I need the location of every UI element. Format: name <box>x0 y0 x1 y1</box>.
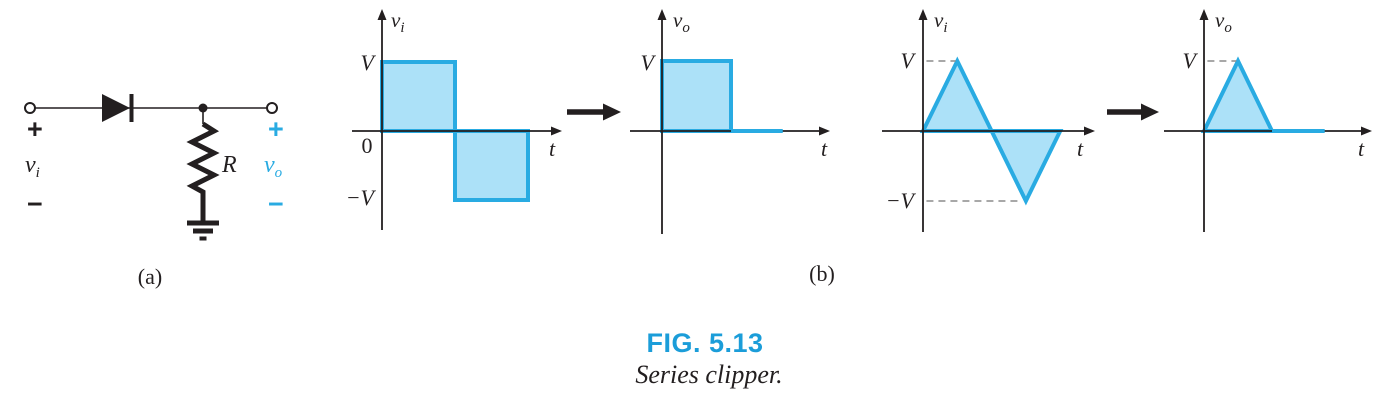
x-axis-arrow-icon <box>1084 126 1095 136</box>
panel-a-label: (a) <box>138 264 162 289</box>
resistor-icon <box>186 121 220 221</box>
output-terminal-icon <box>266 102 278 114</box>
input-minus-sign: − <box>27 189 43 219</box>
y-axis-label: vi <box>934 8 948 36</box>
v-tick-label: V <box>361 50 377 75</box>
series-clipper-circuit: + vi − + vo − R (a) <box>24 94 284 289</box>
v-tick-label: V <box>641 50 657 75</box>
input-v-base: v <box>25 152 36 178</box>
x-axis-label: t <box>1358 136 1365 161</box>
output-v-base: v <box>264 152 275 178</box>
x-axis-arrow-icon <box>551 126 562 136</box>
input-terminal-icon <box>24 102 36 114</box>
waveform-region <box>380 60 457 133</box>
y-axis-label: vo <box>673 8 690 36</box>
y-axis-sub: i <box>943 20 947 36</box>
y-axis-base: v <box>673 8 683 32</box>
v-tick-label: V <box>1183 48 1199 73</box>
y-axis-base: v <box>1215 8 1225 32</box>
arrow-head-icon <box>603 103 621 121</box>
transform-arrow-2 <box>1107 103 1159 121</box>
waveform-region <box>1200 56 1276 133</box>
y-axis-arrow-icon <box>1199 9 1209 20</box>
y-axis-sub: o <box>1224 20 1232 36</box>
graph-output-square: vo V t <box>630 8 830 234</box>
graph-output-triangle: vo V t <box>1164 8 1372 232</box>
v-tick-label: V <box>901 48 917 73</box>
x-axis-label: t <box>549 136 556 161</box>
y-axis-label: vi <box>391 8 405 36</box>
neg-v-tick-label: −V <box>886 188 917 213</box>
waveform-region <box>453 129 530 202</box>
input-plus-sign: + <box>27 114 43 144</box>
y-axis-arrow-icon <box>918 9 928 20</box>
output-voltage-label: vo <box>264 152 283 181</box>
input-v-sub: i <box>36 165 40 181</box>
output-v-sub: o <box>275 165 283 181</box>
waveform-layer <box>1200 56 1276 133</box>
transform-arrow-1 <box>567 103 621 121</box>
x-axis-label: t <box>821 136 828 161</box>
y-axis-base: v <box>391 8 401 32</box>
figure-title: Series clipper. <box>635 360 782 389</box>
output-plus-sign: + <box>268 114 284 144</box>
x-axis-label: t <box>1077 136 1084 161</box>
graph-input-square: vi V 0 −V t <box>346 8 562 230</box>
y-axis-base: v <box>934 8 944 32</box>
y-axis-label: vo <box>1215 8 1232 36</box>
figure-number: FIG. 5.13 <box>646 328 763 358</box>
origin-label: 0 <box>362 133 373 158</box>
waveform-region <box>660 59 733 133</box>
y-axis-arrow-icon <box>657 9 667 20</box>
x-axis-arrow-icon <box>1361 126 1372 136</box>
neg-v-tick-label: −V <box>346 185 377 210</box>
y-axis-arrow-icon <box>377 9 387 20</box>
diode-icon <box>102 94 130 122</box>
graph-input-triangle: vi V −V t <box>882 8 1095 232</box>
x-axis-arrow-icon <box>819 126 830 136</box>
resistor-label: R <box>221 152 237 178</box>
panel-b-label: (b) <box>809 261 835 286</box>
waveform-layer <box>660 59 733 133</box>
y-axis-sub: i <box>400 20 404 36</box>
arrow-head-icon <box>1141 103 1159 121</box>
y-axis-sub: o <box>682 20 690 36</box>
output-minus-sign: − <box>268 189 284 219</box>
input-voltage-label: vi <box>25 152 40 181</box>
